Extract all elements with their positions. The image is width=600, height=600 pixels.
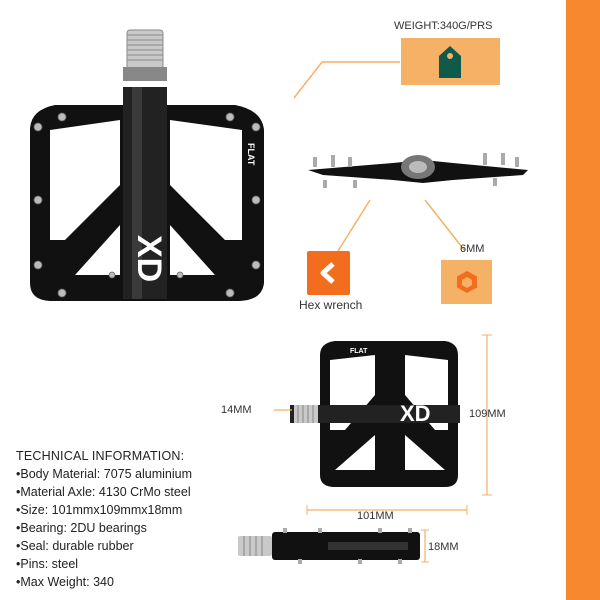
pedal-front-view: XD FLAT (290, 341, 460, 487)
dimension-109mm: 109MM (469, 408, 506, 420)
tool-pointer-lines (337, 199, 466, 252)
hex-wrench-tile (307, 251, 350, 295)
tech-item: •Body Material: 7075 aluminium (16, 467, 192, 481)
hexagon-socket-icon (457, 271, 477, 293)
dimension-18mm: 18MM (428, 541, 459, 553)
dimension-101mm: 101MM (357, 510, 394, 522)
tech-item: •Max Weight: 340 (16, 575, 114, 589)
pedal-main-image: XD FLAT (30, 29, 264, 301)
tech-item: •Pins: steel (16, 557, 79, 571)
weight-label: WEIGHT:340G/PRS (394, 20, 493, 32)
flat-label-small: FLAT (350, 348, 368, 355)
tech-item: •Material Axle: 4130 CrMo steel (16, 485, 191, 499)
orange-side-stripe (566, 0, 600, 600)
technical-info: TECHNICAL INFORMATION: •Body Material: 7… (16, 447, 192, 591)
hex-wrench-label: Hex wrench (299, 298, 363, 312)
six-mm-label: 6MM (460, 243, 485, 255)
tech-item: •Size: 101mmx109mmx18mm (16, 503, 183, 517)
flat-label: FLAT (246, 143, 256, 166)
tech-item: •Bearing: 2DU bearings (16, 521, 147, 535)
chevron-wrench-icon (320, 262, 335, 284)
tech-item: •Seal: durable rubber (16, 539, 134, 553)
six-mm-tile (441, 260, 492, 304)
xd-logo: XD (130, 235, 168, 282)
dimension-lines (274, 334, 492, 515)
weight-tag-box (401, 38, 500, 85)
height-dimension-line (421, 529, 429, 563)
pedal-side-view (308, 153, 528, 188)
xd-logo-small: XD (400, 401, 431, 426)
dimension-14mm: 14MM (221, 404, 252, 416)
pedal-profile-view (238, 528, 420, 564)
weight-pointer-line (293, 61, 400, 99)
tech-info-heading: TECHNICAL INFORMATION: (16, 449, 185, 463)
price-tag-icon (439, 46, 461, 78)
